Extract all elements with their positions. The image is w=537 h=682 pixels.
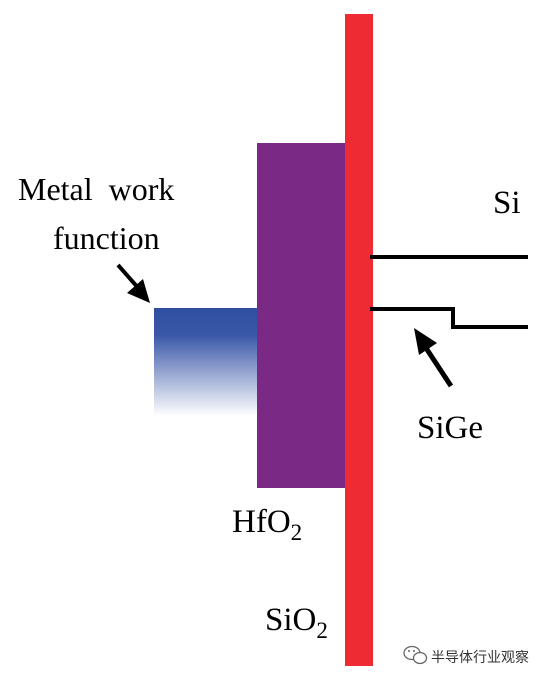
- metal-work-function-block: [154, 308, 258, 416]
- hfo2-label-subscript: 2: [291, 520, 303, 545]
- sio2-label: SiO2: [265, 602, 328, 643]
- metal-arrow-icon: [116, 263, 150, 303]
- metal-work-function-label-line1: Metal work: [18, 171, 174, 207]
- sige-arrow-icon: [414, 328, 454, 388]
- sio2-layer: [345, 14, 373, 666]
- sio2-label-main: SiO: [265, 602, 316, 638]
- sige-label: SiGe: [417, 410, 483, 446]
- hfo2-layer: [257, 143, 346, 488]
- hfo2-label: HfO2: [232, 504, 302, 545]
- watermark: 半导体行业观察: [403, 645, 529, 666]
- sio2-label-subscript: 2: [316, 618, 328, 643]
- hfo2-label-main: HfO: [232, 504, 291, 540]
- wechat-logo-icon: [403, 645, 428, 665]
- watermark-text: 半导体行业观察: [431, 649, 529, 666]
- sige-band-line: [370, 307, 528, 329]
- si-label: Si: [493, 185, 521, 221]
- metal-work-function-label-line2: function: [53, 220, 160, 256]
